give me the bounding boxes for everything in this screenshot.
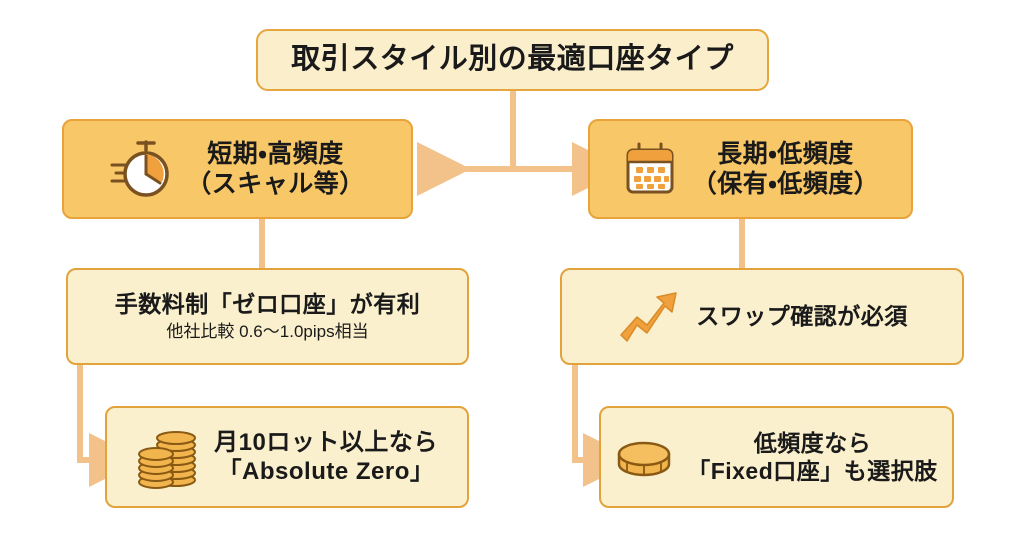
diagram-title-box: 取引スタイル別の最適口座タイプ (256, 29, 769, 91)
node-long-term-line2: （保有・低頻度） (691, 170, 880, 198)
node-zero-account-subtext: 他社比較 0.6〜1.0pips相当 (166, 321, 369, 341)
node-zero-account-line1: 手数料制「ゼロ口座」が有利 (114, 290, 421, 317)
connector-zero-account-to-absolute-zero (77, 365, 143, 487)
node-fixed-account[interactable]: 低頻度なら 「Fixed口座」も選択肢 (599, 406, 954, 508)
node-fixed-account-line1: 低頻度なら (753, 429, 872, 456)
node-short-term-line1: 短期・高頻度 (207, 139, 344, 168)
node-swap-check-line1: スワップ確認が必須 (696, 303, 908, 330)
trend-up-arrow-icon (620, 291, 677, 342)
node-absolute-zero-line1: 月10ロット以上なら (214, 428, 438, 456)
node-fixed-account-line2: 「Fixed口座」も選択肢 (687, 458, 938, 484)
node-long-term-line1: 長期・低頻度 (717, 139, 854, 168)
node-zero-account[interactable]: 手数料制「ゼロ口座」が有利 他社比較 0.6〜1.0pips相当 (66, 268, 469, 365)
calendar-icon (626, 142, 674, 194)
connector-swap-check-to-fixed-account (572, 365, 637, 487)
node-absolute-zero[interactable]: 月10ロット以上なら 「Absolute Zero」 (105, 406, 469, 508)
stopwatch-icon (110, 140, 169, 197)
node-short-term[interactable]: 短期・高頻度 （スキャル等） (62, 119, 413, 219)
page-title: 取引スタイル別の最適口座タイプ (291, 43, 734, 76)
coin-stack-icon (138, 431, 197, 489)
single-coin-icon (617, 441, 671, 477)
node-absolute-zero-line2: 「Absolute Zero」 (217, 458, 435, 485)
node-long-term[interactable]: 長期・低頻度 （保有・低頻度） (588, 119, 913, 219)
node-short-term-line2: （スキャル等） (186, 170, 365, 198)
node-swap-check[interactable]: スワップ確認が必須 (560, 268, 964, 365)
